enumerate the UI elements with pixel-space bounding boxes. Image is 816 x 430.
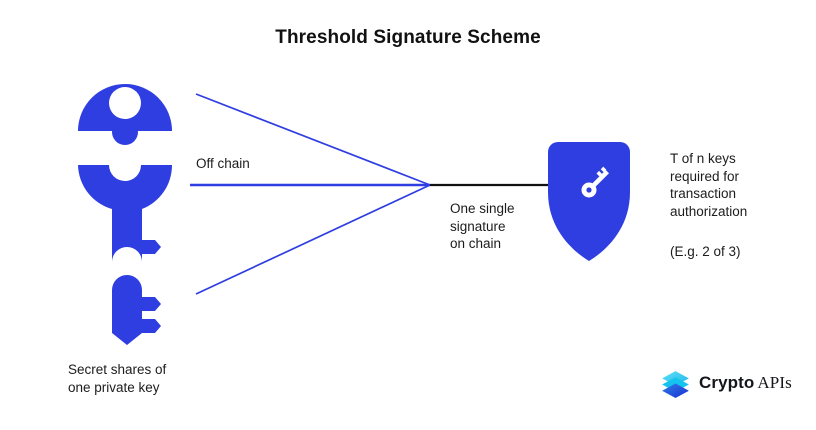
off-chain-label: Off chain [196, 156, 250, 171]
logo-word-crypto: Crypto [699, 373, 755, 392]
key-share-top-shape [78, 84, 172, 145]
shield-key-icon [548, 142, 630, 261]
key-share-middle-shape [78, 149, 173, 262]
edge-top-off-chain [195, 93, 431, 186]
logo-word-apis: APIs [757, 373, 792, 392]
stacked-layers-hexagon-icon [662, 367, 689, 399]
secret-shares-caption: Secret shares of one private key [68, 362, 167, 395]
threshold-example-note: (E.g. 2 of 3) [670, 244, 741, 259]
key-share-bottom-shape [112, 275, 161, 345]
page-title: Threshold Signature Scheme [275, 27, 541, 48]
one-single-signature-label: One single signature on chain [450, 201, 515, 251]
edge-bottom-off-chain [195, 184, 431, 295]
threshold-requirement-note: T of n keys required for transaction aut… [670, 151, 748, 219]
